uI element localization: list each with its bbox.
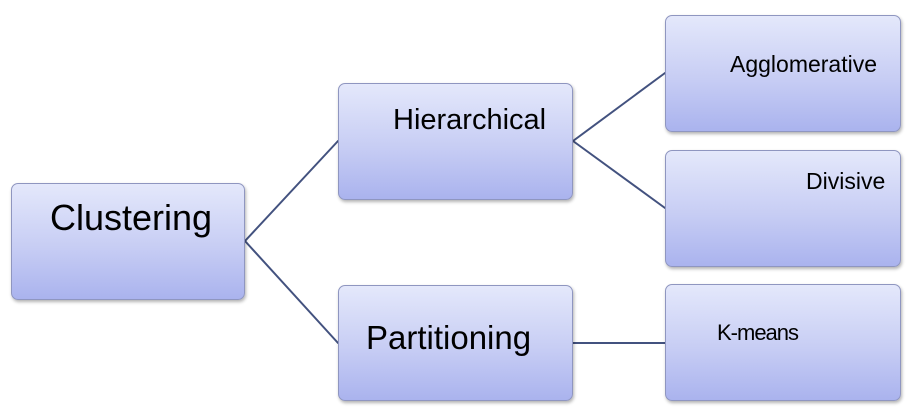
node-partitioning-label: Partitioning xyxy=(366,319,532,356)
node-hierarchical: Hierarchical xyxy=(338,83,573,200)
node-agglomerative: Agglomerative xyxy=(665,15,901,132)
node-partitioning: Partitioning xyxy=(338,285,573,401)
node-clustering-label: Clustering xyxy=(50,197,213,238)
node-clustering: Clustering xyxy=(11,183,245,300)
node-agglomerative-label: Agglomerative xyxy=(730,51,878,77)
edge-hierarchical-agglomerative xyxy=(572,72,666,142)
edge-clustering-hierarchical xyxy=(244,140,339,242)
node-divisive-label: Divisive xyxy=(806,168,886,194)
edge-hierarchical-divisive xyxy=(572,140,666,209)
node-divisive: Divisive xyxy=(665,150,901,267)
edge-clustering-partitioning xyxy=(244,240,339,344)
node-kmeans: K-means xyxy=(665,284,901,401)
node-hierarchical-label: Hierarchical xyxy=(393,104,547,136)
node-kmeans-label: K-means xyxy=(717,320,799,345)
